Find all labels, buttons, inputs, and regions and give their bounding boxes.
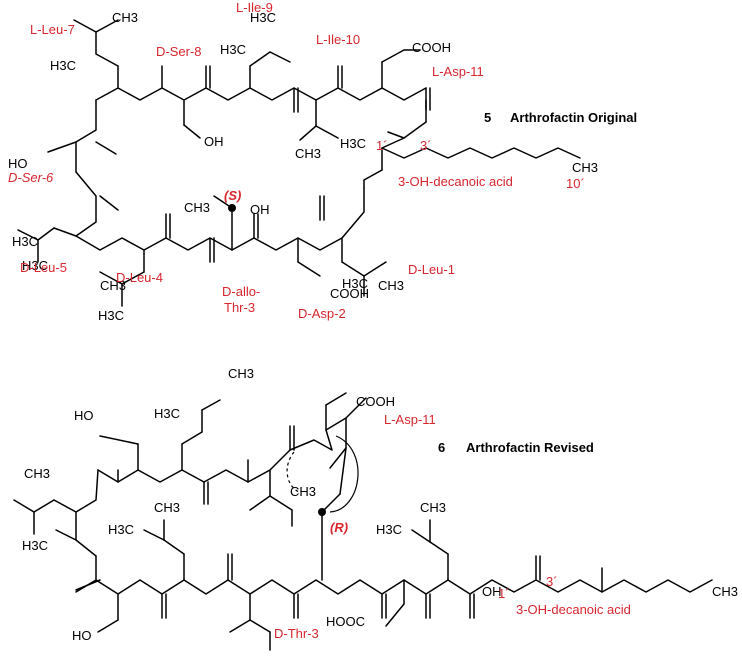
label-l-ile-10: L-Ile-10: [316, 32, 360, 47]
atom-ch3: CH3: [290, 484, 316, 499]
atom-cooh: COOH: [356, 394, 395, 409]
atom-h3c: H3C: [12, 234, 38, 249]
atom-ch3: CH3: [100, 278, 126, 293]
structure-6-bonds: [13, 392, 713, 651]
atom-h3c: H3C: [340, 136, 366, 151]
label-stereo-s: (S): [224, 188, 241, 203]
label-thr-3: Thr-3: [224, 300, 255, 315]
label-position-10-prime: 10´: [566, 176, 585, 191]
label-l-asp-11: L-Asp-11: [432, 64, 484, 79]
atom-h3c: H3C: [250, 10, 276, 25]
atom-ch3: CH3: [378, 278, 404, 293]
atom-ch3: CH3: [295, 146, 321, 161]
atom-cooh: COOH: [412, 40, 451, 55]
structure-6-arthrofactin-revised: COOH HOOC HO HO OH CH3 CH3 CH3 CH3 CH3 C…: [13, 366, 738, 651]
structure-5-atom-labels: COOH COOH HO OH OH CH3 H3C H3C H3C H3C H…: [8, 10, 598, 323]
label-position-3-prime: 3´: [420, 138, 432, 153]
structure-5-bonds: [17, 19, 581, 307]
structure-5-arthrofactin-original: COOH COOH HO OH OH CH3 H3C H3C H3C H3C H…: [8, 0, 637, 323]
atom-h3c: H3C: [22, 258, 48, 273]
atom-ch3: CH3: [228, 366, 254, 381]
atom-h3c: H3C: [220, 42, 246, 57]
structure-5-stereocenter-dot: [228, 204, 236, 212]
atom-ch3: CH3: [712, 584, 738, 599]
label-d-ser-8: D-Ser-8: [156, 44, 202, 59]
label-l-asp-11: L-Asp-11: [384, 412, 436, 427]
structure-6-atom-labels: COOH HOOC HO HO OH CH3 CH3 CH3 CH3 CH3 C…: [22, 366, 738, 643]
structure-5-residue-labels: L-Leu-7 D-Ser-8 L-Ile-9 L-Ile-10 L-Asp-1…: [8, 0, 585, 321]
atom-ch3: CH3: [420, 500, 446, 515]
structure-6-noe-arrow-solid: [329, 435, 359, 513]
atom-h3c: H3C: [108, 522, 134, 537]
atom-oh: OH: [482, 584, 502, 599]
atom-ho: HO: [72, 628, 92, 643]
label-d-allo: D-allo-: [222, 284, 260, 299]
atom-oh: OH: [250, 202, 270, 217]
label-d-leu-5: D-Leu-5: [20, 260, 67, 275]
atom-ch3: CH3: [24, 466, 50, 481]
atom-ch3: CH3: [154, 500, 180, 515]
atom-h3c: H3C: [98, 308, 124, 323]
structure-6-title: Arthrofactin Revised: [466, 440, 594, 455]
atom-ch3: CH3: [572, 160, 598, 175]
label-position-1-prime: 1´: [376, 138, 388, 153]
label-d-leu-1: D-Leu-1: [408, 262, 455, 277]
label-l-ile-9: L-Ile-9: [236, 0, 273, 15]
atom-h3c: H3C: [342, 276, 368, 291]
label-d-leu-4: D-Leu-4: [116, 270, 163, 285]
label-position-3-prime: 3´: [546, 574, 558, 589]
label-3-oh-decanoic-acid: 3-OH-decanoic acid: [398, 174, 513, 189]
structure-6-residue-labels: L-Asp-11 D-Thr-3 3-OH-decanoic acid (R) …: [274, 412, 631, 641]
atom-h3c: H3C: [376, 522, 402, 537]
structure-6-stereocenter-dot: [318, 508, 326, 516]
atom-h3c: H3C: [50, 58, 76, 73]
atom-ho: HO: [8, 156, 28, 171]
label-l-leu-7: L-Leu-7: [30, 22, 75, 37]
label-position-1-prime: 1´: [498, 586, 510, 601]
atom-ho: HO: [74, 408, 94, 423]
atom-h3c: H3C: [154, 406, 180, 421]
atom-hooc: HOOC: [326, 614, 365, 629]
atom-ch3: CH3: [112, 10, 138, 25]
structure-5-title: Arthrofactin Original: [510, 110, 637, 125]
label-d-thr-3: D-Thr-3: [274, 626, 319, 641]
atom-cooh: COOH: [330, 286, 369, 301]
label-3-oh-decanoic-acid: 3-OH-decanoic acid: [516, 602, 631, 617]
structure-6-number: 6: [438, 440, 445, 455]
atom-h3c: H3C: [22, 538, 48, 553]
atom-oh: OH: [204, 134, 224, 149]
structure-6-noe-arrow-dashed: [286, 451, 301, 493]
label-d-ser-6: D-Ser-6: [8, 170, 54, 185]
atom-ch3: CH3: [184, 200, 210, 215]
structure-5-number: 5: [484, 110, 491, 125]
label-stereo-r: (R): [330, 520, 348, 535]
label-d-asp-2: D-Asp-2: [298, 306, 346, 321]
